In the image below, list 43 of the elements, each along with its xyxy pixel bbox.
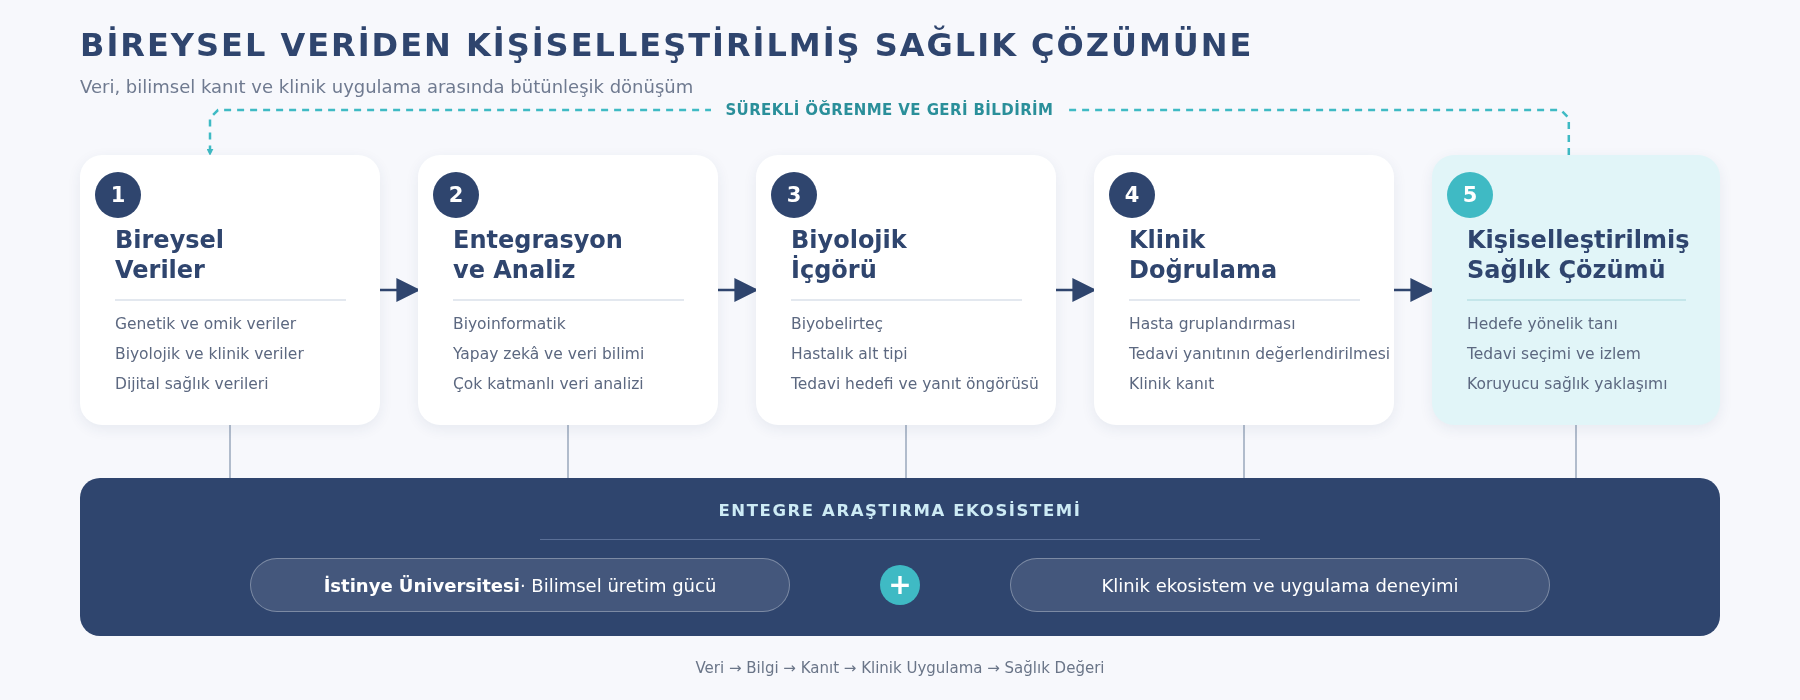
step-card [418,155,718,425]
step-item: Hasta gruplandırması [1129,315,1296,333]
step-title: Entegrasyon ve Analiz [453,225,624,285]
step-card [1094,155,1394,425]
step-item: Dijital sağlık verileri [115,375,269,393]
step-card [756,155,1056,425]
ecosystem-panel [80,478,1720,636]
connector-line [1575,424,1577,479]
step-item: Yapay zekâ ve veri bilimi [453,345,645,363]
step-item: Genetik ve omik veriler [115,315,297,333]
step-item: Biyolojik ve klinik veriler [115,345,304,363]
step-title: Kişiselleştirilmiş Sağlık Çözümü [1467,225,1691,285]
connector-line [1243,424,1245,479]
step-item: Hastalık alt tipi [791,345,908,363]
subtitle: Veri, bilimsel kanıt ve klinik uygulama arasında bütünleşik dönüşüm [80,76,694,97]
step-item: Klinik kanıt [1129,375,1215,393]
step-item: Koruyucu sağlık yaklaşımı [1467,375,1668,393]
step-card [80,155,380,425]
step-item: Tedavi yanıtının değerlendirilmesi [1129,345,1391,363]
step-item: Tedavi seçimi ve izlem [1467,345,1641,363]
step-card [1432,155,1720,425]
step-title: Bireysel Veriler [115,225,226,285]
partner-pill: Klinik ekosistem ve uygulama deneyimi [1010,558,1550,612]
plus-badge: + [880,565,920,605]
step-number: 5 [1447,172,1493,218]
step-number: 2 [433,172,479,218]
connector-line [905,424,907,479]
step-item: Tedavi hedefi ve yanıt öngörüsü [791,375,1039,393]
step-number: 3 [771,172,817,218]
step-item: Çok katmanlı veri analizi [453,375,644,393]
partner-pill: İstinye Üniversitesi· Bilimsel üretim gücü [250,558,790,612]
step-item: Hedefe yönelik tanı [1467,315,1618,333]
step-number: 4 [1109,172,1155,218]
flow-summary: Veri → Bilgi → Kanıt → Klinik Uygulama → Sağlık Değeri [695,659,1105,677]
title: BİREYSEL VERİDEN KİŞİSELLEŞTİRİLMİŞ SAĞLIK ÇÖZÜMÜNE [80,26,1254,64]
step-item: Biyoinformatik [453,315,566,333]
step-title: Biyolojik İçgörü [791,225,908,285]
connector-line [567,424,569,479]
connector-line [229,424,231,479]
panel-heading: ENTEGRE ARAŞTIRMA EKOSİSTEMİ [717,501,1083,520]
step-number: 1 [95,172,141,218]
step-title: Klinik Doğrulama [1129,225,1279,285]
step-item: Biyobelirteç [791,315,884,333]
